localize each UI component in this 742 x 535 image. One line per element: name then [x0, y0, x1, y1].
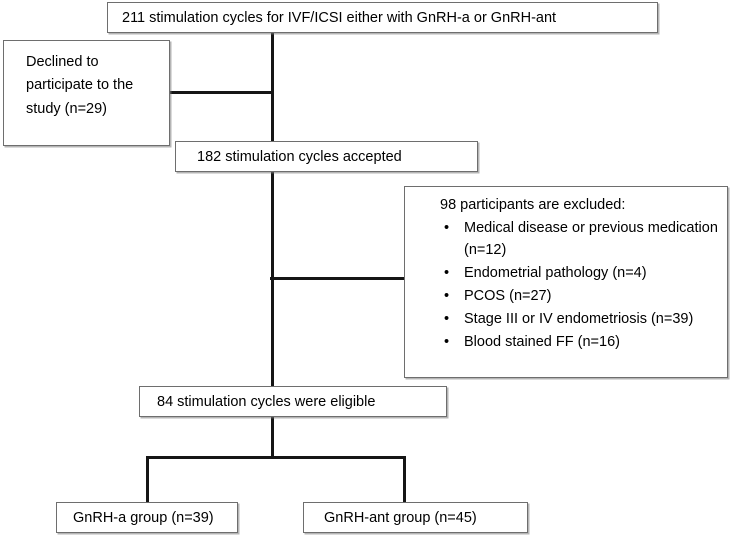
- node-excluded-heading: 98 participants are excluded:: [440, 197, 626, 213]
- list-item-label: Medical disease or previous medication (…: [464, 219, 718, 259]
- bullet-icon: •: [444, 265, 450, 282]
- connector-enrolled-to-accepted: [271, 33, 274, 142]
- bullet-icon: •: [444, 311, 450, 328]
- connector-eligible-to-split: [271, 417, 274, 459]
- node-gnrh-ant-group: GnRH-ant group (n=45): [303, 502, 528, 533]
- connector-to-excluded-box: [270, 277, 405, 280]
- list-item: • PCOS (n=27): [441, 285, 727, 308]
- list-item-label: Stage III or IV endometriosis (n=39): [464, 311, 694, 328]
- connector-split-left-branch: [146, 456, 149, 503]
- bullet-icon: •: [444, 334, 450, 351]
- node-excluded-participants: 98 participants are excluded: • Medical …: [404, 186, 728, 378]
- connector-split-right-branch: [403, 456, 406, 503]
- list-item: • Medical disease or previous medication…: [441, 217, 727, 263]
- node-enrolled-cycles: 211 stimulation cycles for IVF/ICSI eith…: [107, 2, 658, 33]
- exclusion-reason-list: • Medical disease or previous medication…: [405, 215, 727, 354]
- list-item-label: PCOS (n=27): [464, 288, 552, 305]
- node-accepted-cycles: 182 stimulation cycles accepted: [175, 141, 478, 172]
- node-gnrh-ant-group-label: GnRH-ant group (n=45): [324, 510, 477, 526]
- node-declined-participation: Declined to participate to the study (n=…: [3, 40, 170, 146]
- bullet-icon: •: [444, 219, 450, 236]
- list-item: • Endometrial pathology (n=4): [441, 262, 727, 285]
- node-declined-participation-label: Declined to participate to the study (n=…: [26, 54, 134, 117]
- list-item: • Blood stained FF (n=16): [441, 331, 727, 354]
- list-item-label: Blood stained FF (n=16): [464, 334, 620, 351]
- node-gnrh-a-group: GnRH-a group (n=39): [56, 502, 238, 533]
- node-enrolled-cycles-label: 211 stimulation cycles for IVF/ICSI eith…: [122, 10, 557, 26]
- node-eligible-cycles-label: 84 stimulation cycles were eligible: [157, 394, 376, 410]
- list-item: • Stage III or IV endometriosis (n=39): [441, 308, 727, 331]
- bullet-icon: •: [444, 288, 450, 305]
- connector-to-declined-box: [169, 91, 273, 94]
- node-eligible-cycles: 84 stimulation cycles were eligible: [139, 386, 447, 417]
- node-gnrh-a-group-label: GnRH-a group (n=39): [73, 510, 214, 526]
- connector-split-horizontal: [146, 456, 406, 459]
- node-accepted-cycles-label: 182 stimulation cycles accepted: [197, 149, 402, 165]
- list-item-label: Endometrial pathology (n=4): [464, 265, 647, 282]
